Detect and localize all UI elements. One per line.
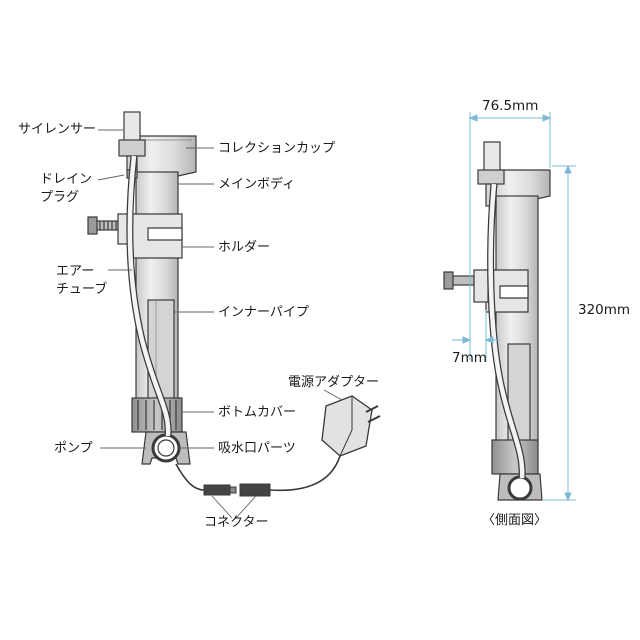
label-connector: コネクター <box>204 515 269 530</box>
dimension-width: 76.5mm <box>482 98 539 114</box>
label-power-adapter: 電源アダプター <box>288 375 380 390</box>
label-air-tube-2: チューブ <box>56 282 108 297</box>
label-pump: ポンプ <box>54 441 93 456</box>
bottom-cover <box>131 397 183 433</box>
label-drain-plug-2: プラグ <box>40 190 80 205</box>
label-intake-parts: 吸水口パーツ <box>218 441 296 456</box>
power-adapter <box>321 395 373 457</box>
connector-plug-right <box>239 483 271 497</box>
silencer <box>123 111 141 143</box>
holder-screw <box>87 213 133 245</box>
label-silencer: サイレンサー <box>18 122 97 137</box>
label-main-body: メインボディ <box>218 177 296 192</box>
inner-pipe <box>147 299 175 405</box>
side-view-caption: 〈側面図〉 <box>482 513 548 528</box>
dimension-height: 320mm <box>578 302 631 318</box>
leader-lines <box>97 129 343 519</box>
label-collection-cup: コレクションカップ <box>218 141 336 156</box>
connector-plug-left <box>203 484 231 496</box>
power-cable <box>175 395 381 497</box>
side-view-skimmer <box>443 141 551 501</box>
label-holder: ホルダー <box>218 240 271 255</box>
front-view-skimmer <box>87 111 197 465</box>
dimension-lines <box>452 112 576 502</box>
label-bottom-cover: ボトムカバー <box>218 405 297 420</box>
dimension-offset: 7mm <box>452 350 487 366</box>
label-air-tube-1: エアー <box>56 264 95 279</box>
label-drain-plug-1: ドレイン <box>40 172 93 187</box>
label-inner-pipe: インナーパイプ <box>218 305 309 320</box>
